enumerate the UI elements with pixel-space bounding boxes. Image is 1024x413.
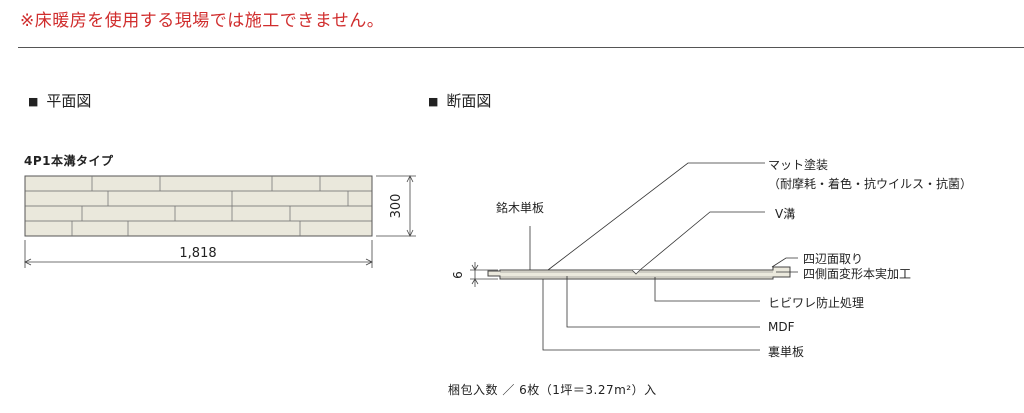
- floor-heating-warning: ※床暖房を使用する現場では施工できません。: [20, 11, 385, 31]
- plan-height-dimension: [376, 175, 416, 237]
- section-view-heading: ■ 断面図: [428, 90, 491, 111]
- bullet-square: ■: [28, 95, 39, 108]
- packaging-info: 梱包入数 ／ 6枚（1坪＝3.27m²）入: [448, 383, 657, 397]
- plan-width-dimension: [24, 240, 373, 268]
- plan-height-value: 300: [389, 194, 404, 219]
- section-view-title: 断面図: [446, 92, 492, 110]
- thickness-value: 6: [451, 271, 465, 279]
- header-divider: [18, 47, 1024, 48]
- board-type-label: 4P1本溝タイプ: [24, 154, 114, 168]
- plan-view-heading: ■ 平面図: [28, 90, 91, 111]
- plan-view-title: 平面図: [46, 92, 92, 110]
- label-four-edge-chamfer: 四辺面取り: [803, 252, 864, 266]
- label-veneer: 銘木単板: [496, 201, 545, 215]
- label-back-veneer: 裏単板: [768, 345, 805, 359]
- label-tongue-groove: 四側面変形本実加工: [803, 267, 912, 281]
- plan-board: [24, 175, 373, 237]
- label-matte-coat-detail: （耐摩耗・着色・抗ウイルス・抗菌）: [768, 177, 973, 191]
- thickness-dimension: [470, 262, 498, 287]
- plan-width-value: 1,818: [179, 246, 216, 261]
- bullet-square: ■: [428, 95, 439, 108]
- label-v-groove: V溝: [775, 207, 796, 221]
- label-mdf: MDF: [768, 320, 795, 334]
- label-crack-prevention: ヒビワレ防止処理: [768, 296, 865, 310]
- leader-lines: [529, 162, 798, 351]
- label-matte-coat: マット塗装: [768, 158, 829, 172]
- section-board: [487, 266, 791, 280]
